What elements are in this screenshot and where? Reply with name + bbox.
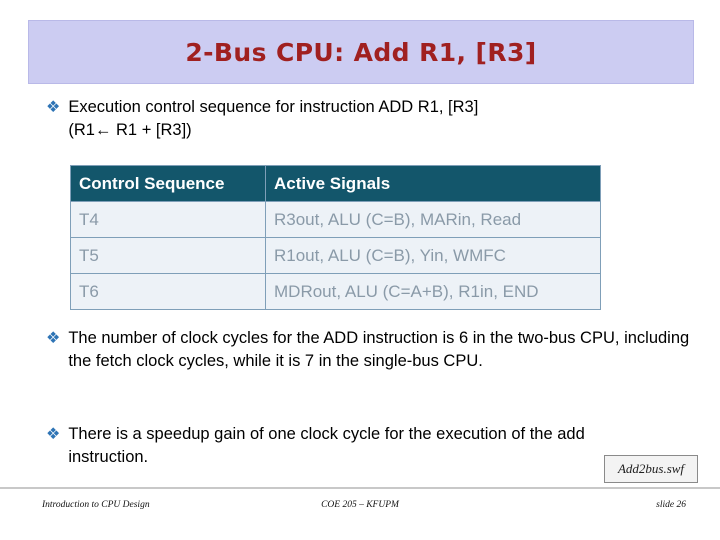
- table-row: T4 R3out, ALU (C=B), MARin, Read: [70, 201, 601, 238]
- table-cell-step: T5: [70, 237, 266, 274]
- flash-movie-label: Add2bus.swf: [617, 461, 685, 476]
- control-sequence-table: Control Sequence Active Signals T4 R3out…: [70, 165, 601, 310]
- bullet-text-1: Execution control sequence for instructi…: [68, 96, 694, 142]
- bullet-marker-icon: ❖: [46, 424, 61, 443]
- bullet-text-1-line2: (R1← R1 + [R3]): [68, 120, 192, 139]
- bullet-item-3: ❖ There is a speedup gain of one clock c…: [46, 423, 666, 469]
- table-cell-step: T6: [70, 273, 266, 310]
- table-row: T5 R1out, ALU (C=B), Yin, WMFC: [70, 237, 601, 274]
- bullet-marker-icon: ❖: [46, 97, 61, 116]
- table-header-active-signals: Active Signals: [265, 165, 601, 202]
- footer-center-text: COE 205 – KFUPM: [321, 500, 399, 510]
- table-header-control-sequence: Control Sequence: [70, 165, 266, 202]
- table-header-row: Control Sequence Active Signals: [70, 165, 601, 202]
- bullet-text-2: The number of clock cycles for the ADD i…: [68, 329, 690, 370]
- table-row: T6 MDRout, ALU (C=A+B), R1in, END: [70, 273, 601, 310]
- page-title: 2-Bus CPU: Add R1, [R3]: [185, 37, 537, 67]
- bullet-marker-icon: ❖: [46, 328, 61, 347]
- flash-movie-object[interactable]: Add2bus.swf: [604, 455, 698, 483]
- footer-right-text: slide 26: [656, 500, 686, 510]
- table-cell-signals: R1out, ALU (C=B), Yin, WMFC: [265, 237, 601, 274]
- table-cell-signals: MDRout, ALU (C=A+B), R1in, END: [265, 273, 601, 310]
- footer-divider: [0, 487, 720, 489]
- bullet-text-3: There is a speedup gain of one clock cyc…: [68, 425, 585, 466]
- table-cell-step: T4: [70, 201, 266, 238]
- slide-title-banner: 2-Bus CPU: Add R1, [R3]: [28, 20, 694, 84]
- bullet-item-2: ❖ The number of clock cycles for the ADD…: [46, 327, 694, 373]
- table-cell-signals: R3out, ALU (C=B), MARin, Read: [265, 201, 601, 238]
- bullet-item-1: ❖ Execution control sequence for instruc…: [46, 96, 694, 142]
- footer-left-text: Introduction to CPU Design: [42, 500, 150, 510]
- bullet-text-1-line1: Execution control sequence for instructi…: [68, 98, 479, 116]
